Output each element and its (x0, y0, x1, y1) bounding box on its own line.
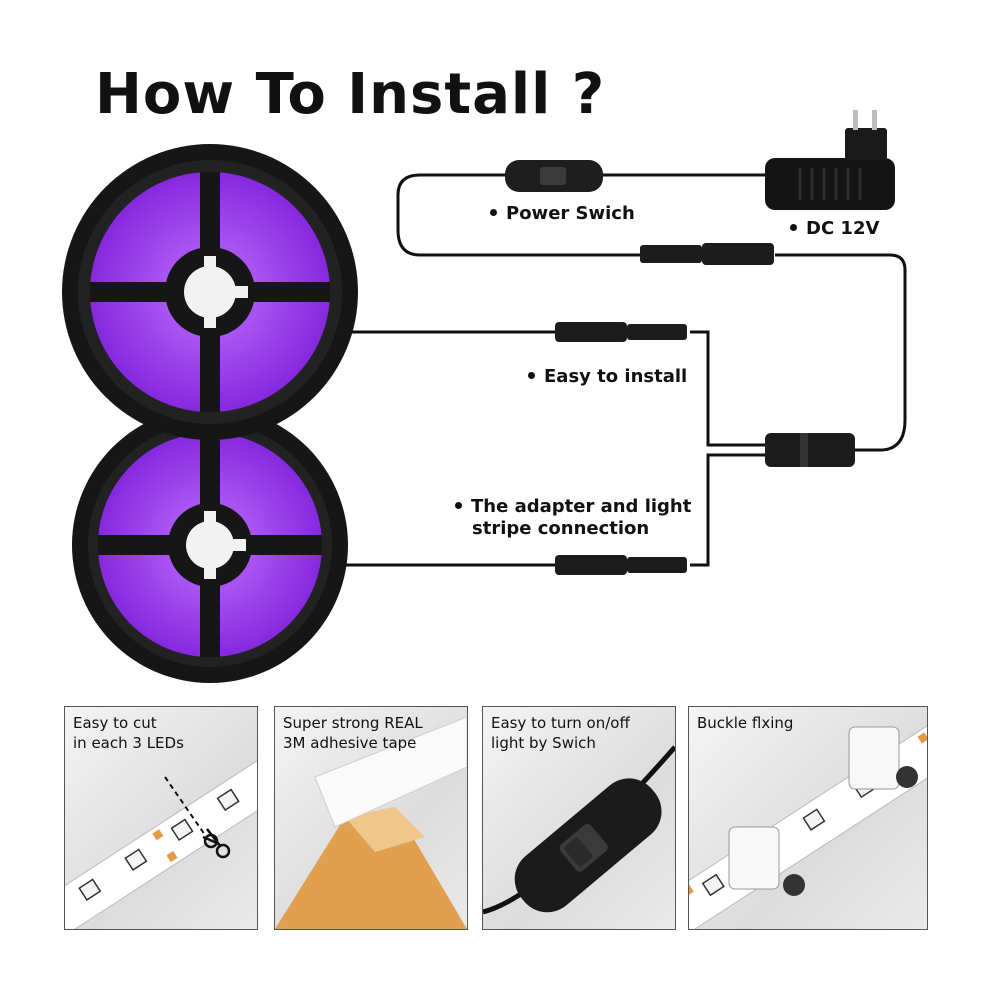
bullet-icon (490, 208, 497, 216)
installation-diagram (62, 110, 907, 683)
reel-top (62, 144, 358, 440)
bullet-icon (455, 501, 462, 509)
bullet-icon (528, 371, 535, 379)
switch-illustration (483, 745, 675, 915)
panel-easy-cut: Easy to cut in each 3 LEDs (64, 706, 258, 930)
adhesive-tape-illustration (275, 716, 467, 929)
buckle-illustration (689, 710, 927, 929)
panel-buckle: Buckle flxing (688, 706, 928, 930)
panel-switch: Easy to turn on/off light by Swich (482, 706, 676, 930)
splitter (765, 433, 855, 467)
reel-bottom (72, 407, 348, 683)
buckle-clip (728, 726, 900, 890)
panel-text: Buckle flxing (697, 714, 794, 732)
label-easy-install: Easy to install (528, 366, 687, 388)
connector-power (640, 243, 774, 265)
label-dc: DC 12V (790, 218, 879, 240)
label-adapter-connection: The adapter and light stripe connection (455, 496, 691, 540)
cables (330, 173, 907, 567)
scissors-icon (202, 828, 231, 859)
power-adapter (765, 110, 895, 210)
page-title: How To Install ? (95, 62, 606, 127)
panel-text: Easy to cut in each 3 LEDs (73, 714, 184, 752)
bullet-icon (790, 223, 797, 231)
connector-bottom (555, 555, 687, 575)
connector-top (555, 322, 687, 342)
panel-text: Super strong REAL 3M adhesive tape (283, 714, 423, 752)
inline-switch (505, 160, 603, 192)
led-strip-cut-illustration (65, 751, 257, 929)
panel-text: Easy to turn on/off light by Swich (491, 714, 630, 752)
label-power-switch: Power Swich (490, 203, 635, 225)
panel-adhesive-tape: Super strong REAL 3M adhesive tape (274, 706, 468, 930)
screw-icon (783, 766, 918, 896)
